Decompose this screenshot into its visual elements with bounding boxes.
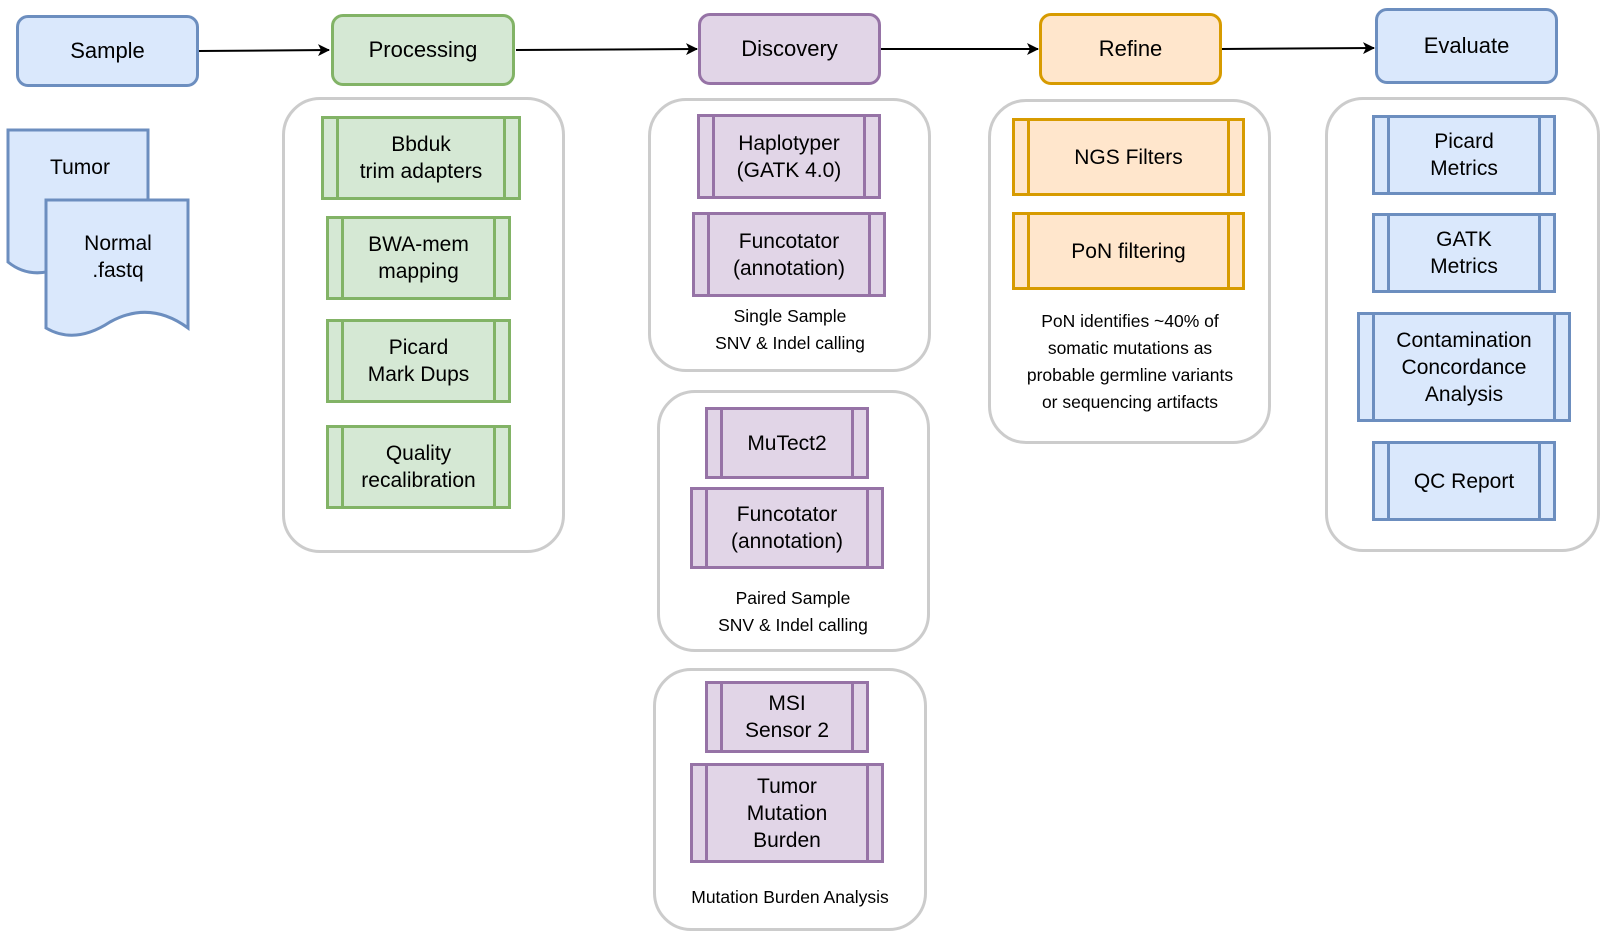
mutation-burden-caption: Mutation Burden Analysis xyxy=(691,887,889,907)
process-label: NGS Filters xyxy=(1074,145,1183,169)
process-picard-mark-dups[interactable]: Picard Mark Dups xyxy=(326,319,511,403)
process-label: MuTect2 xyxy=(747,431,827,455)
process-bar-left xyxy=(341,322,344,400)
process-mutect2[interactable]: MuTect2 xyxy=(705,407,869,479)
process-label: BWA-mem mapping xyxy=(368,233,469,283)
process-bar-right xyxy=(1553,315,1556,419)
process-bar-left xyxy=(1027,215,1030,287)
process-pon-filtering[interactable]: PoN filtering xyxy=(1012,212,1245,290)
stage-processing[interactable]: Processing xyxy=(331,14,515,86)
process-label: Tumor Mutation Burden xyxy=(746,774,828,852)
process-haplotyper[interactable]: Haplotyper (GATK 4.0) xyxy=(697,114,881,199)
process-bwa-mem[interactable]: BWA-mem mapping xyxy=(326,216,511,300)
tumor-document-label: Tumor xyxy=(50,156,110,179)
normal-document-label: Normal .fastq xyxy=(84,232,152,282)
process-bar-left xyxy=(712,117,715,196)
single-sample-caption: Single Sample SNV & Indel calling xyxy=(715,306,865,353)
process-label: QC Report xyxy=(1413,469,1515,493)
stage-evaluate-label: Evaluate xyxy=(1423,33,1510,58)
stage-discovery[interactable]: Discovery xyxy=(698,13,881,85)
process-bar-left xyxy=(1027,121,1030,193)
stage-refine-label: Refine xyxy=(1098,36,1163,61)
stage-discovery-label: Discovery xyxy=(741,36,838,61)
arrow-processing-to-discovery xyxy=(515,43,698,56)
process-bar-left xyxy=(1387,216,1390,290)
process-funcotator-paired[interactable]: Funcotator (annotation) xyxy=(690,487,884,569)
process-bar-right xyxy=(866,766,869,860)
paired-sample-caption: Paired Sample SNV & Indel calling xyxy=(718,588,868,635)
process-bar-right xyxy=(863,117,866,196)
process-bar-right xyxy=(503,119,506,197)
process-bar-right xyxy=(493,219,496,297)
process-label: GATK Metrics xyxy=(1430,228,1498,278)
process-qc-report[interactable]: QC Report xyxy=(1372,441,1556,521)
stage-sample[interactable]: Sample xyxy=(16,15,199,87)
process-label: Picard Metrics xyxy=(1430,130,1498,180)
process-quality-recalibration[interactable]: Quality recalibration xyxy=(326,425,511,509)
process-label: PoN filtering xyxy=(1071,239,1186,263)
process-bar-left xyxy=(705,766,708,860)
process-label: Contamination Concordance Analysis xyxy=(1396,328,1532,406)
process-bar-right xyxy=(868,215,871,294)
process-bar-left xyxy=(720,684,723,750)
process-label: Funcotator (annotation) xyxy=(732,229,846,280)
stage-refine[interactable]: Refine xyxy=(1039,13,1222,85)
process-bar-left xyxy=(341,428,344,506)
stage-sample-label: Sample xyxy=(70,38,145,63)
process-bar-right xyxy=(1227,215,1230,287)
process-picard-metrics[interactable]: Picard Metrics xyxy=(1372,115,1556,195)
process-bar-left xyxy=(336,119,339,197)
process-ngs-filters[interactable]: NGS Filters xyxy=(1012,118,1245,196)
process-tumor-mutation-burden[interactable]: Tumor Mutation Burden xyxy=(690,763,884,863)
arrow-sample-to-processing xyxy=(197,44,330,57)
process-bar-right xyxy=(493,428,496,506)
process-bbduk[interactable]: Bbduk trim adapters xyxy=(321,116,521,200)
normal-document-icon xyxy=(44,198,190,337)
process-bar-left xyxy=(341,219,344,297)
pon-description: PoN identifies ~40% of somatic mutations… xyxy=(1026,311,1234,412)
stage-evaluate[interactable]: Evaluate xyxy=(1375,8,1558,84)
process-contamination-concordance[interactable]: Contamination Concordance Analysis xyxy=(1357,312,1571,422)
process-bar-left xyxy=(1372,315,1375,419)
process-bar-left xyxy=(720,410,723,476)
process-bar-right xyxy=(1538,118,1541,192)
process-bar-right xyxy=(1538,216,1541,290)
process-label: MSI Sensor 2 xyxy=(744,692,830,742)
process-bar-right xyxy=(866,490,869,566)
process-bar-right xyxy=(493,322,496,400)
process-bar-right xyxy=(1538,444,1541,518)
process-label: Bbduk trim adapters xyxy=(359,133,483,183)
process-msi-sensor[interactable]: MSI Sensor 2 xyxy=(705,681,869,753)
process-bar-left xyxy=(707,215,710,294)
process-label: Haplotyper (GATK 4.0) xyxy=(736,131,842,182)
process-gatk-metrics[interactable]: GATK Metrics xyxy=(1372,213,1556,293)
process-funcotator-single[interactable]: Funcotator (annotation) xyxy=(692,212,886,297)
stage-processing-label: Processing xyxy=(368,37,478,62)
process-label: Picard Mark Dups xyxy=(367,336,470,386)
process-bar-right xyxy=(851,684,854,750)
process-bar-left xyxy=(1387,444,1390,518)
process-bar-right xyxy=(851,410,854,476)
process-bar-left xyxy=(1387,118,1390,192)
process-label: Quality recalibration xyxy=(361,442,476,492)
process-bar-right xyxy=(1227,121,1230,193)
process-label: Funcotator (annotation) xyxy=(730,503,844,553)
arrow-refine-to-evaluate xyxy=(1220,42,1375,55)
process-bar-left xyxy=(705,490,708,566)
